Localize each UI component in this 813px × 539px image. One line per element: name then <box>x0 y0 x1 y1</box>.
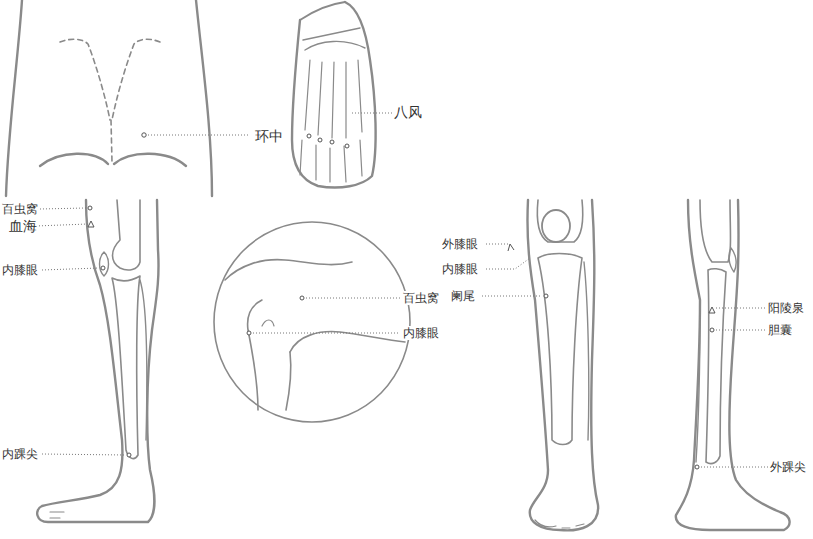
point-label: 外踝尖 <box>769 460 807 474</box>
point-label: 环中 <box>254 128 284 144</box>
point-label: 内膝眼 <box>441 262 479 276</box>
point-label: 百虫窝 <box>1 202 39 216</box>
point-label: 胆囊 <box>767 323 793 337</box>
point-label: 外膝眼 <box>441 237 479 251</box>
point-label: 八风 <box>393 104 423 120</box>
point-label: 血海 <box>8 218 38 234</box>
point-label: 内踝尖 <box>1 447 39 461</box>
point-label: 内膝眼 <box>1 263 39 277</box>
point-label: 阳陵泉 <box>767 301 805 315</box>
point-label: 阑尾 <box>450 289 476 303</box>
point-label: 内膝眼 <box>402 326 440 340</box>
point-label: 百虫窝 <box>402 291 440 305</box>
